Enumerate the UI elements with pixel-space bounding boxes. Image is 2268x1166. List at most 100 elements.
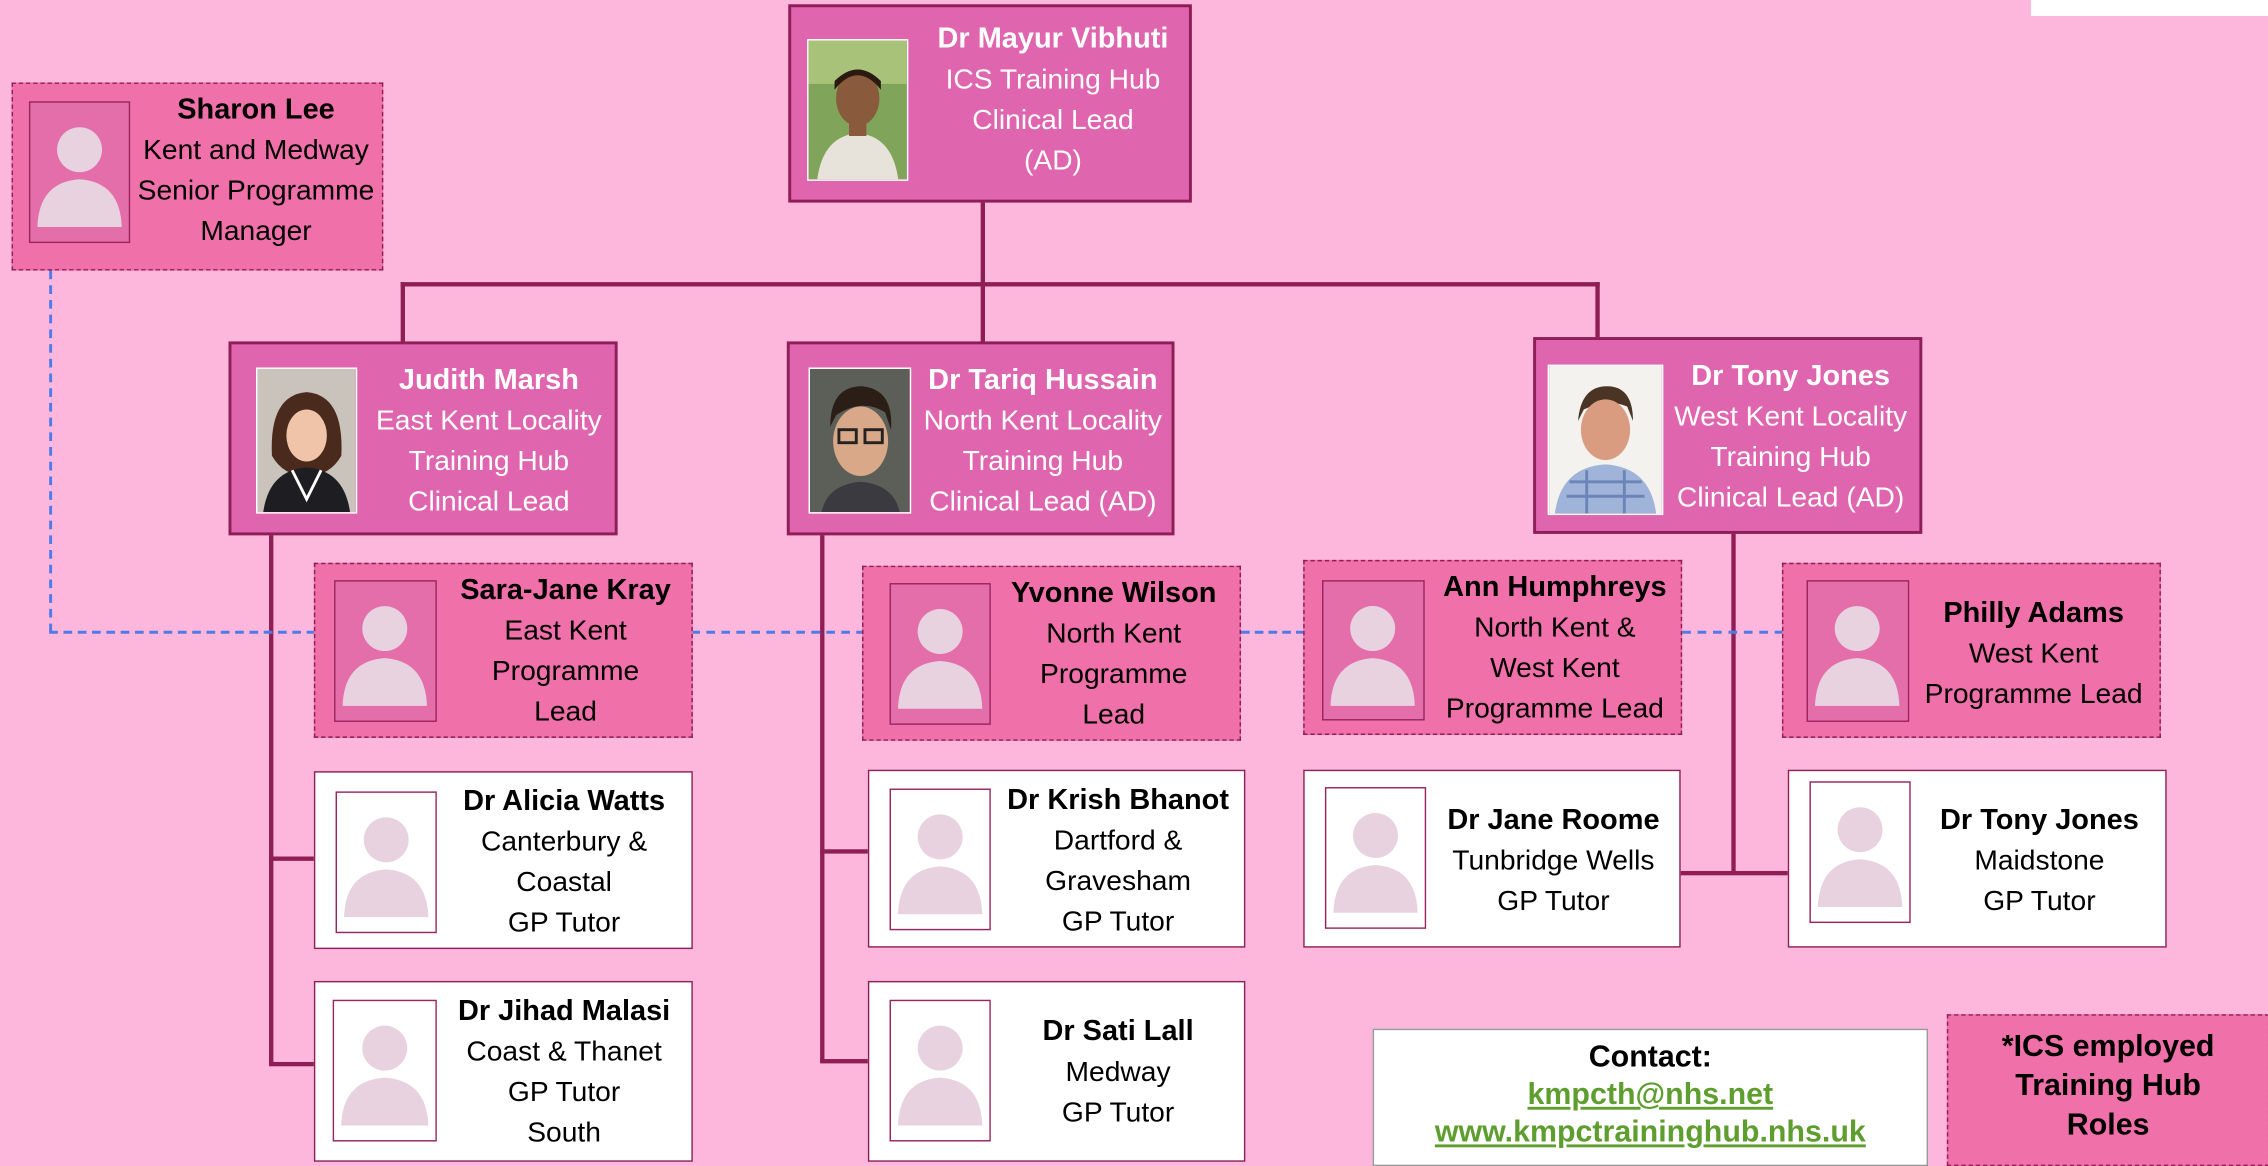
node-role: GP Tutor	[1061, 1096, 1175, 1129]
node-role: Programme Lead	[1924, 678, 2143, 711]
legend-text: Training Hub	[2015, 1069, 2201, 1103]
contact-box: Contact: kmpcth@nhs.net www.kmpctraining…	[1372, 1028, 1929, 1166]
photo-tariq-hussain	[808, 367, 912, 514]
dotted-connector	[49, 270, 53, 633]
node-name: Dr Jihad Malasi	[457, 995, 671, 1028]
dotted-connector	[1682, 630, 1784, 634]
connector	[820, 849, 870, 853]
node-role: Medway	[1065, 1056, 1171, 1088]
node-role: North Kent	[1046, 617, 1182, 650]
node-name: Sharon Lee	[177, 94, 335, 126]
node-name: Dr Tariq Hussain	[928, 364, 1158, 397]
node-role: GP Tutor	[1497, 885, 1610, 918]
node-role: Programme	[491, 655, 640, 688]
node-name: Sara-Jane Kray	[460, 574, 671, 607]
node-role: Coast & Thanet	[466, 1035, 662, 1068]
node-alicia-watts: Dr Alicia Watts Canterbury & Coastal GP …	[313, 771, 693, 950]
node-role: Training Hub	[962, 445, 1124, 478]
node-sara-jane-kray: Sara-Jane Kray East Kent Programme Lead	[313, 562, 693, 738]
legend-text: *ICS employed	[2001, 1030, 2215, 1064]
node-name: Dr Mayur Vibhuti	[937, 23, 1169, 55]
node-role: North Kent Locality	[923, 405, 1163, 437]
node-role: East Kent	[504, 614, 627, 647]
node-role: West Kent	[1968, 638, 2099, 670]
node-role: West Kent Locality	[1674, 400, 1908, 433]
node-jihad-malasi: Dr Jihad Malasi Coast & Thanet GP Tutor …	[313, 980, 693, 1162]
connector	[400, 282, 405, 343]
photo-mayur-vibhuti	[807, 39, 909, 181]
node-sati-lall: Dr Sati Lall Medway GP Tutor	[867, 980, 1246, 1162]
dotted-connector	[691, 630, 865, 634]
connector	[980, 282, 985, 343]
node-name: Philly Adams	[1943, 597, 2124, 630]
node-tony-jones-lead: Dr Tony Jones West Kent Locality Trainin…	[1533, 337, 1923, 534]
node-role: West Kent	[1490, 652, 1620, 685]
node-role: GP Tutor	[1983, 885, 2096, 918]
person-placeholder-icon	[1806, 580, 1910, 722]
dotted-connector	[1241, 630, 1305, 634]
person-placeholder-icon	[332, 999, 437, 1142]
node-name: Yvonne Wilson	[1010, 577, 1217, 610]
node-name: Dr Sati Lall	[1042, 1015, 1194, 1048]
person-placeholder-icon	[1322, 580, 1425, 721]
connector	[1677, 870, 1791, 875]
node-name: Dr Alicia Watts	[463, 785, 666, 818]
node-role: Maidstone	[1974, 844, 2105, 877]
node-name: Ann Humphreys	[1443, 571, 1667, 604]
person-placeholder-icon	[334, 580, 437, 722]
legend-ics-employed: *ICS employed Training Hub Roles	[1946, 1014, 2268, 1166]
node-role: Coastal	[516, 866, 612, 899]
node-philly-adams: Philly Adams West Kent Programme Lead	[1781, 562, 2161, 738]
contact-website-link[interactable]: www.kmpctraininghub.nhs.uk	[1434, 1115, 1866, 1149]
connector	[980, 202, 985, 286]
contact-title: Contact:	[1588, 1040, 1712, 1074]
person-placeholder-icon	[889, 583, 991, 725]
node-sharon-lee: Sharon Lee Kent and Medway Senior Progra…	[11, 82, 384, 271]
connector	[820, 1059, 870, 1063]
person-placeholder-icon	[889, 788, 991, 931]
node-role: Kent and Medway	[143, 134, 369, 167]
node-tariq-hussain: Dr Tariq Hussain North Kent Locality Tra…	[786, 341, 1175, 536]
node-role: Clinical Lead	[408, 486, 570, 518]
node-name: Dr Krish Bhanot	[1007, 784, 1229, 816]
node-role: Training Hub	[408, 445, 570, 478]
legend-text: Roles	[2066, 1108, 2150, 1142]
node-role: GP Tutor	[507, 907, 621, 939]
connector	[1731, 533, 1735, 874]
connector	[820, 533, 824, 1062]
node-name: Dr Tony Jones	[1940, 804, 2139, 837]
contact-email-link[interactable]: kmpcth@nhs.net	[1527, 1077, 1774, 1112]
node-role: Manager	[200, 215, 312, 248]
node-role: (AD)	[1023, 144, 1082, 177]
node-mayur-vibhuti: Dr Mayur Vibhuti ICS Training Hub Clinic…	[788, 4, 1192, 203]
person-placeholder-icon	[1809, 781, 1911, 924]
connector	[269, 533, 273, 1065]
node-role: Lead	[1082, 698, 1146, 731]
person-placeholder-icon	[335, 791, 437, 934]
node-role: Clinical Lead	[972, 104, 1134, 136]
dotted-connector	[49, 630, 316, 634]
connector	[400, 282, 1600, 286]
node-role: South	[527, 1116, 601, 1149]
node-name: Judith Marsh	[398, 364, 579, 397]
person-placeholder-icon	[28, 101, 131, 244]
node-role: Clinical Lead (AD)	[929, 486, 1157, 518]
node-role: Dartford &	[1053, 824, 1183, 857]
photo-tony-jones	[1547, 364, 1664, 516]
photo-judith-marsh	[256, 367, 358, 514]
connector	[269, 1061, 316, 1066]
person-placeholder-icon	[889, 999, 991, 1142]
node-role: ICS Training Hub	[945, 63, 1161, 96]
node-role: Training Hub	[1710, 441, 1871, 474]
node-role: Gravesham	[1045, 865, 1191, 898]
node-role: Canterbury &	[480, 826, 648, 858]
node-ann-humphreys: Ann Humphreys North Kent & West Kent Pro…	[1303, 559, 1683, 735]
node-tony-jones-tutor: Dr Tony Jones Maidstone GP Tutor	[1787, 769, 2167, 948]
node-role: GP Tutor	[507, 1076, 621, 1109]
top-right-panel	[2031, 0, 2268, 16]
node-role: GP Tutor	[1061, 905, 1175, 938]
node-name: Dr Jane Roome	[1447, 804, 1660, 837]
node-role: Programme Lead	[1445, 693, 1664, 725]
connector	[1595, 282, 1599, 340]
node-jane-roome: Dr Jane Roome Tunbridge Wells GP Tutor	[1303, 769, 1681, 948]
